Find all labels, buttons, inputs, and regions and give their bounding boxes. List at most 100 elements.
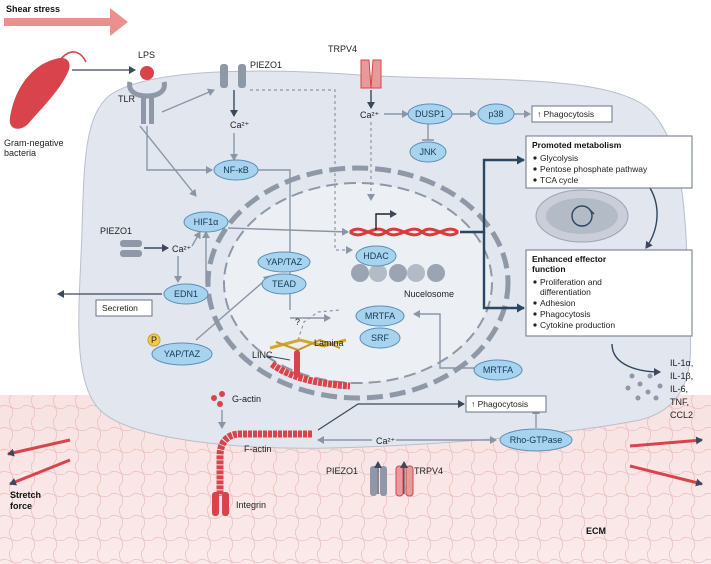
node-nfkb-label: NF-κB <box>223 165 249 175</box>
cytokine-list: IL-1α, IL-1β, IL-6, TNF, CCL2 <box>670 358 693 420</box>
arrow-metabolism-to-effector <box>645 187 658 249</box>
nucleus-outer-membrane <box>205 165 511 401</box>
phagocytosis-bottom-box: ↑ Phagocytosis <box>465 395 547 413</box>
dashed-piezo1-to-hdac <box>250 89 353 254</box>
node-nfkb: NF-κB <box>213 159 259 181</box>
ca-bottom-label: Ca²⁺ <box>376 436 396 446</box>
trpv4-top-label: TRPV4 <box>328 44 357 54</box>
metabolism-item: TCA cycle <box>540 175 579 185</box>
arrow-tlr-to-piezo1 <box>161 88 215 113</box>
phospho-badge-label: P <box>151 335 157 345</box>
secretion-label: Secretion <box>102 303 138 313</box>
f-actin-label: F-actin <box>244 444 272 454</box>
node-srf-label: SRF <box>371 333 390 343</box>
node-mrtfa-cyto-label: MRTFA <box>483 365 513 375</box>
arrow-mrtfa-cyto-to-nuc <box>413 310 474 369</box>
lps-label: LPS <box>138 50 155 60</box>
metabolism-item: Glycolysis <box>540 153 578 163</box>
effector-item: Phagocytosis <box>540 309 591 319</box>
g-actin-label: G-actin <box>232 394 261 404</box>
node-yaptaz-nuc: YAP/TAZ <box>257 251 311 273</box>
cytokine-item: IL-6, <box>670 384 688 394</box>
node-srf: SRF <box>359 327 401 349</box>
node-jnk: JNK <box>409 141 447 163</box>
ca-top-left-label: Ca²⁺ <box>230 120 250 130</box>
arrow-effector-to-cytokines <box>611 343 661 376</box>
secretion-box: Secretion <box>95 299 153 317</box>
phospho-badge <box>147 333 161 347</box>
bacteria-label-line2: bacteria <box>4 148 36 158</box>
trpv4-channel-top-icon: TRPV4 <box>328 44 382 89</box>
arrow-factin-to-phago <box>317 400 465 431</box>
integrin-icon: Integrin <box>212 492 266 516</box>
lamina-linc-icon: Lamina LINC ? <box>252 317 347 378</box>
arrow-ca-to-hif1a <box>191 231 201 247</box>
effector-item: Proliferation and <box>540 277 602 287</box>
piezo1-top-label: PIEZO1 <box>250 60 282 70</box>
node-jnk-label: JNK <box>419 147 436 157</box>
node-rho-gtpase-label: Rho-GTPase <box>510 435 563 445</box>
arrow-dna-to-effector <box>482 232 525 313</box>
node-yaptaz-nuc-label: YAP/TAZ <box>266 257 303 267</box>
phagocytosis-top-label: ↑ Phagocytosis <box>537 109 594 119</box>
ecm-label: ECM <box>586 526 606 536</box>
node-p38: p38 <box>477 103 515 125</box>
cytokine-item: IL-1β, <box>670 371 693 381</box>
stretch-force-arrows-right <box>629 436 703 487</box>
arrow-dna-to-metabolism <box>460 155 525 234</box>
trpv4-channel-bottom-icon: TRPV4 <box>395 461 443 497</box>
stretch-force-arrows-left: Stretch force <box>7 438 71 511</box>
piezo1-left-label: PIEZO1 <box>100 226 132 236</box>
node-hif1a-label: HIF1α <box>194 217 219 227</box>
ca-top-right-label: Ca²⁺ <box>360 110 380 120</box>
effector-title-line1: Enhanced effector <box>532 254 607 264</box>
trpv4-bottom-label: TRPV4 <box>414 466 443 476</box>
linc-pointer <box>267 355 291 361</box>
cytokine-item: CCL2 <box>670 410 693 420</box>
node-hif1a: HIF1α <box>183 211 229 233</box>
node-edn1-label: EDN1 <box>174 289 198 299</box>
stretch-label-line2: force <box>10 501 32 511</box>
arrow-tlr-to-hif1a <box>139 125 197 197</box>
node-hdac: HDAC <box>355 245 397 267</box>
arrow-hif1a-to-dna <box>227 227 349 236</box>
mitochondrion-icon <box>535 189 629 243</box>
cytokine-item: TNF, <box>670 397 689 407</box>
metabolism-title: Promoted metabolism <box>532 140 622 150</box>
metabolism-box: Promoted metabolism Glycolysis Pentose p… <box>525 135 693 189</box>
arrow-tlr-to-nfkb <box>146 126 213 174</box>
node-tead-label: TEAD <box>272 279 297 289</box>
arrow-yaptaz-p-to-nuc <box>195 275 271 341</box>
node-yaptaz-p-label: YAP/TAZ <box>164 349 201 359</box>
node-tead: TEAD <box>261 273 307 295</box>
bacteria-label-line1: Gram-negative <box>4 138 64 148</box>
piezo1-channel-top-icon: PIEZO1 <box>220 60 282 88</box>
nucleosome-icon: Nucelosome <box>351 264 454 299</box>
integrin-label: Integrin <box>236 500 266 510</box>
effector-item: Cytokine production <box>540 320 615 330</box>
ca-mid-label: Ca²⁺ <box>172 244 192 254</box>
piezo1-channel-left-icon: PIEZO1 <box>100 226 142 257</box>
node-hdac-label: HDAC <box>363 251 389 261</box>
phagocytosis-top-box: ↑ Phagocytosis <box>531 105 613 123</box>
node-mrtfa-cyto: MRTFA <box>473 359 523 381</box>
node-dusp1-label: DUSP1 <box>415 109 445 119</box>
lamina-label: Lamina <box>314 338 344 348</box>
linc-label: LINC <box>252 350 273 360</box>
effector-title-line2: function <box>532 264 566 274</box>
nucleosome-label: Nucelosome <box>404 289 454 299</box>
effector-item-cont: differentiation <box>540 287 591 297</box>
node-edn1: EDN1 <box>163 283 209 305</box>
node-mrtfa-nuc-label: MRTFA <box>365 311 395 321</box>
node-mrtfa-nuc: MRTFA <box>355 305 405 327</box>
tlr-receptor-icon: LPS TLR <box>118 50 167 124</box>
cytokine-dots-icon <box>625 373 663 401</box>
effector-box: Enhanced effector function Proliferation… <box>525 249 693 337</box>
tlr-label: TLR <box>118 94 136 104</box>
node-rho-gtpase: Rho-GTPase <box>499 428 573 452</box>
bacterium-icon: Gram-negative bacteria <box>4 51 87 158</box>
f-actin-filament-icon <box>216 361 351 496</box>
node-p38-label: p38 <box>488 109 503 119</box>
question-label: ? <box>295 317 300 327</box>
